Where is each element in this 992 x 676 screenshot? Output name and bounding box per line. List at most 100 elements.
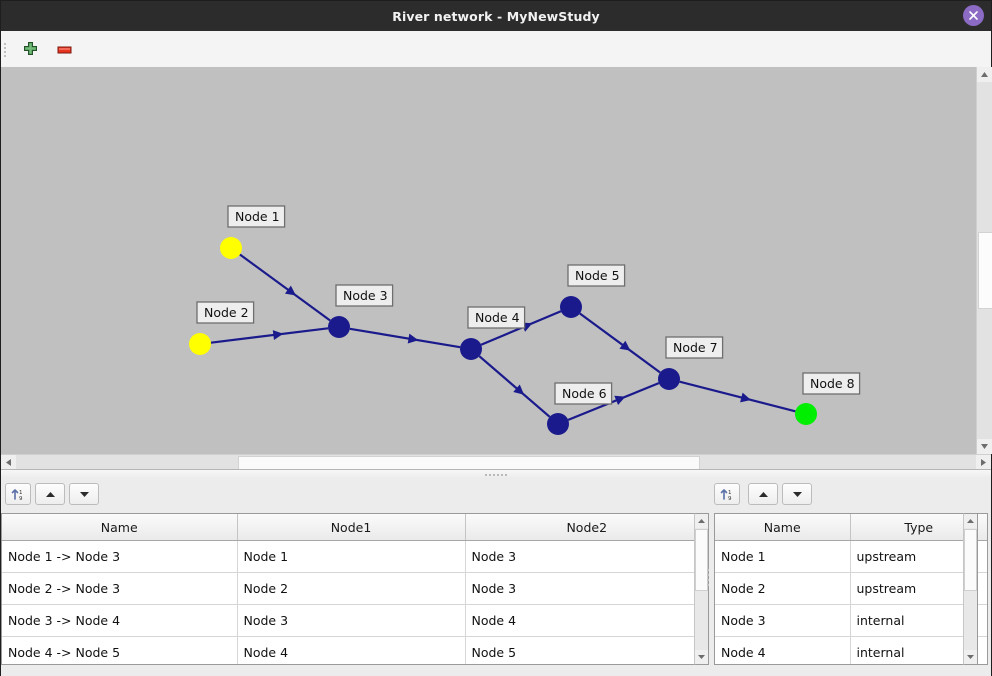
node-circle[interactable] [220, 237, 242, 259]
node-label-box[interactable] [467, 306, 526, 329]
network-edge[interactable] [239, 253, 331, 322]
node-label[interactable]: Node 8 [802, 372, 861, 395]
network-node[interactable] [460, 338, 482, 360]
network-node[interactable] [658, 368, 680, 390]
add-plus-icon[interactable] [19, 38, 41, 60]
nodes-scroll-up-icon[interactable] [964, 514, 977, 528]
network-node[interactable] [189, 333, 211, 355]
node-circle[interactable] [328, 316, 350, 338]
table-cell[interactable]: Node 1 [237, 540, 466, 573]
canvas-scroll-left-icon[interactable] [1, 455, 16, 470]
table-cell[interactable]: Node 3 [715, 604, 851, 637]
table-cell[interactable]: Node 1 -> Node 3 [2, 540, 238, 573]
edge-arrowhead [284, 285, 296, 296]
table-cell[interactable]: Node 4 [237, 636, 466, 664]
nodes-move-down-button[interactable] [782, 483, 812, 505]
node-label[interactable]: Node 3 [335, 284, 394, 307]
nodes-vertical-scrollbar[interactable] [963, 513, 978, 665]
node-label-box[interactable] [196, 301, 255, 324]
canvas-scroll-down-icon[interactable] [977, 439, 992, 454]
reaches-scroll-up-icon[interactable] [695, 514, 708, 528]
node-label-box[interactable] [335, 284, 394, 307]
network-node[interactable] [560, 296, 582, 318]
network-edge[interactable] [679, 380, 796, 413]
network-edge[interactable] [349, 327, 461, 349]
node-label[interactable]: Node 6 [554, 382, 613, 405]
canvas-scroll-right-icon[interactable] [976, 455, 991, 470]
table-cell[interactable]: Node 5 [465, 636, 708, 664]
node-label[interactable]: Node 7 [665, 336, 724, 359]
network-node[interactable] [220, 237, 242, 259]
network-node[interactable] [328, 316, 350, 338]
node-circle[interactable] [795, 403, 817, 425]
network-diagram-svg[interactable]: Node 1 Node 2 Node 3 Node 4 Node 5 Node 6 Node… [1, 67, 976, 454]
reaches-move-down-button[interactable] [69, 483, 99, 505]
node-circle[interactable] [547, 413, 569, 435]
reaches-col-node2[interactable]: Node2 [465, 514, 708, 541]
nodes-scroll-thumb[interactable] [964, 529, 977, 591]
node-label-box[interactable] [665, 336, 724, 359]
canvas-vertical-scrollbar[interactable] [976, 67, 992, 454]
network-edge[interactable] [478, 355, 551, 418]
network-diagram-canvas[interactable]: Node 1 Node 2 Node 3 Node 4 Node 5 Node 6 Node… [1, 67, 991, 469]
close-icon[interactable] [963, 5, 984, 26]
table-cell[interactable]: Node 3 [465, 540, 708, 573]
reaches-col-node1[interactable]: Node1 [237, 514, 466, 541]
table-cell[interactable]: Node 2 [237, 572, 466, 605]
network-node[interactable] [547, 413, 569, 435]
table-cell[interactable]: Node 2 [715, 572, 851, 605]
node-label-box[interactable] [802, 372, 861, 395]
network-edge[interactable] [579, 312, 661, 374]
node-label[interactable]: Node 1 [227, 205, 286, 228]
reaches-col-name[interactable]: Name [2, 514, 238, 541]
reaches-vertical-scrollbar[interactable] [694, 513, 709, 665]
node-label-box[interactable] [554, 382, 613, 405]
table-cell[interactable]: Node 3 [465, 572, 708, 605]
toolbar-grip[interactable] [4, 41, 9, 57]
table-cell[interactable]: Node 3 [237, 604, 466, 637]
node-circle[interactable] [460, 338, 482, 360]
table-cell[interactable]: Node 2 -> Node 3 [2, 572, 238, 605]
node-label[interactable]: Node 4 [467, 306, 526, 329]
splitter-grip[interactable] [485, 474, 507, 476]
table-cell[interactable]: Node 4 [715, 636, 851, 664]
canvas-vscroll-thumb[interactable] [978, 232, 992, 309]
node-circle[interactable] [560, 296, 582, 318]
network-edge[interactable] [567, 382, 660, 421]
node-circle[interactable] [658, 368, 680, 390]
pane-resize-grip[interactable] [707, 569, 709, 586]
edge-arrowhead [614, 395, 626, 406]
nodes-scroll-down-icon[interactable] [964, 650, 977, 664]
node-label-box[interactable] [227, 205, 286, 228]
reaches-scroll-thumb[interactable] [695, 529, 708, 591]
node-label[interactable]: Node 5 [567, 264, 626, 287]
network-edge[interactable] [210, 327, 329, 344]
nodes-move-up-button[interactable] [748, 483, 778, 505]
table-cell[interactable]: Node 4 -> Node 5 [2, 636, 238, 664]
delete-minus-icon[interactable] [53, 38, 75, 60]
canvas-scroll-up-icon[interactable] [977, 67, 992, 82]
node-circle[interactable] [189, 333, 211, 355]
table-cell[interactable]: Node 1 [715, 540, 851, 573]
reaches-sort-button[interactable]: 1 9 [5, 483, 31, 505]
table-cell[interactable]: Node 3 -> Node 4 [2, 604, 238, 637]
nodes-col-name[interactable]: Name [715, 514, 851, 541]
table-cell[interactable]: Node 4 [465, 604, 708, 637]
node-label-box[interactable] [567, 264, 626, 287]
network-node[interactable] [795, 403, 817, 425]
reaches-scroll-down-icon[interactable] [695, 650, 708, 664]
canvas-horizontal-scrollbar[interactable] [1, 454, 991, 471]
reaches-move-up-button[interactable] [35, 483, 65, 505]
node-label[interactable]: Node 2 [196, 301, 255, 324]
nodes-sort-button[interactable]: 1 9 [714, 483, 740, 505]
